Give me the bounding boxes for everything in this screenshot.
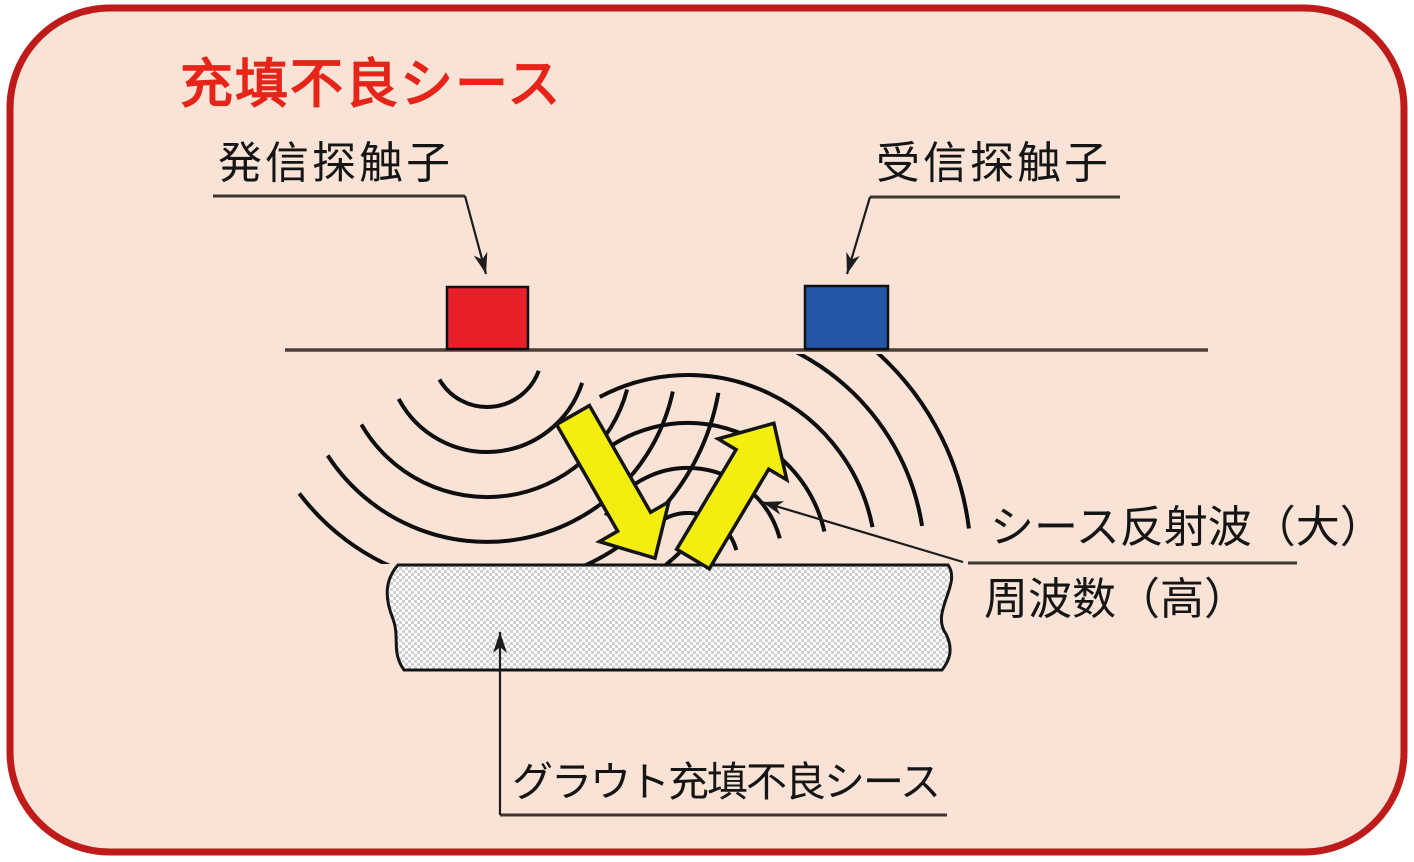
- transmit-probe-label: 発信探触子: [218, 138, 453, 189]
- incident-arrow-shape: [554, 403, 672, 561]
- diagram-title: 充填不良シース: [180, 54, 563, 115]
- sheath-label: グラウト充填不良シース: [512, 758, 941, 806]
- transmit-probe-square: [445, 285, 530, 351]
- sheath-band: [385, 563, 954, 672]
- transmit-leader-arrow: [463, 195, 488, 275]
- reflection-frequency-label: 周波数（高）: [984, 574, 1248, 625]
- reflection-leader-arrow: [761, 500, 964, 564]
- receive-probe-label: 受信探触子: [876, 138, 1111, 189]
- incident-wave-arrow: [554, 403, 672, 561]
- reflected-wave-arrow: [674, 421, 790, 572]
- receive-probe-square: [803, 284, 890, 351]
- receive-leader-arrow: [845, 196, 872, 275]
- reflection-amplitude-label: シース反射波（大）: [990, 502, 1384, 553]
- reflected-arrow-shape: [674, 421, 790, 572]
